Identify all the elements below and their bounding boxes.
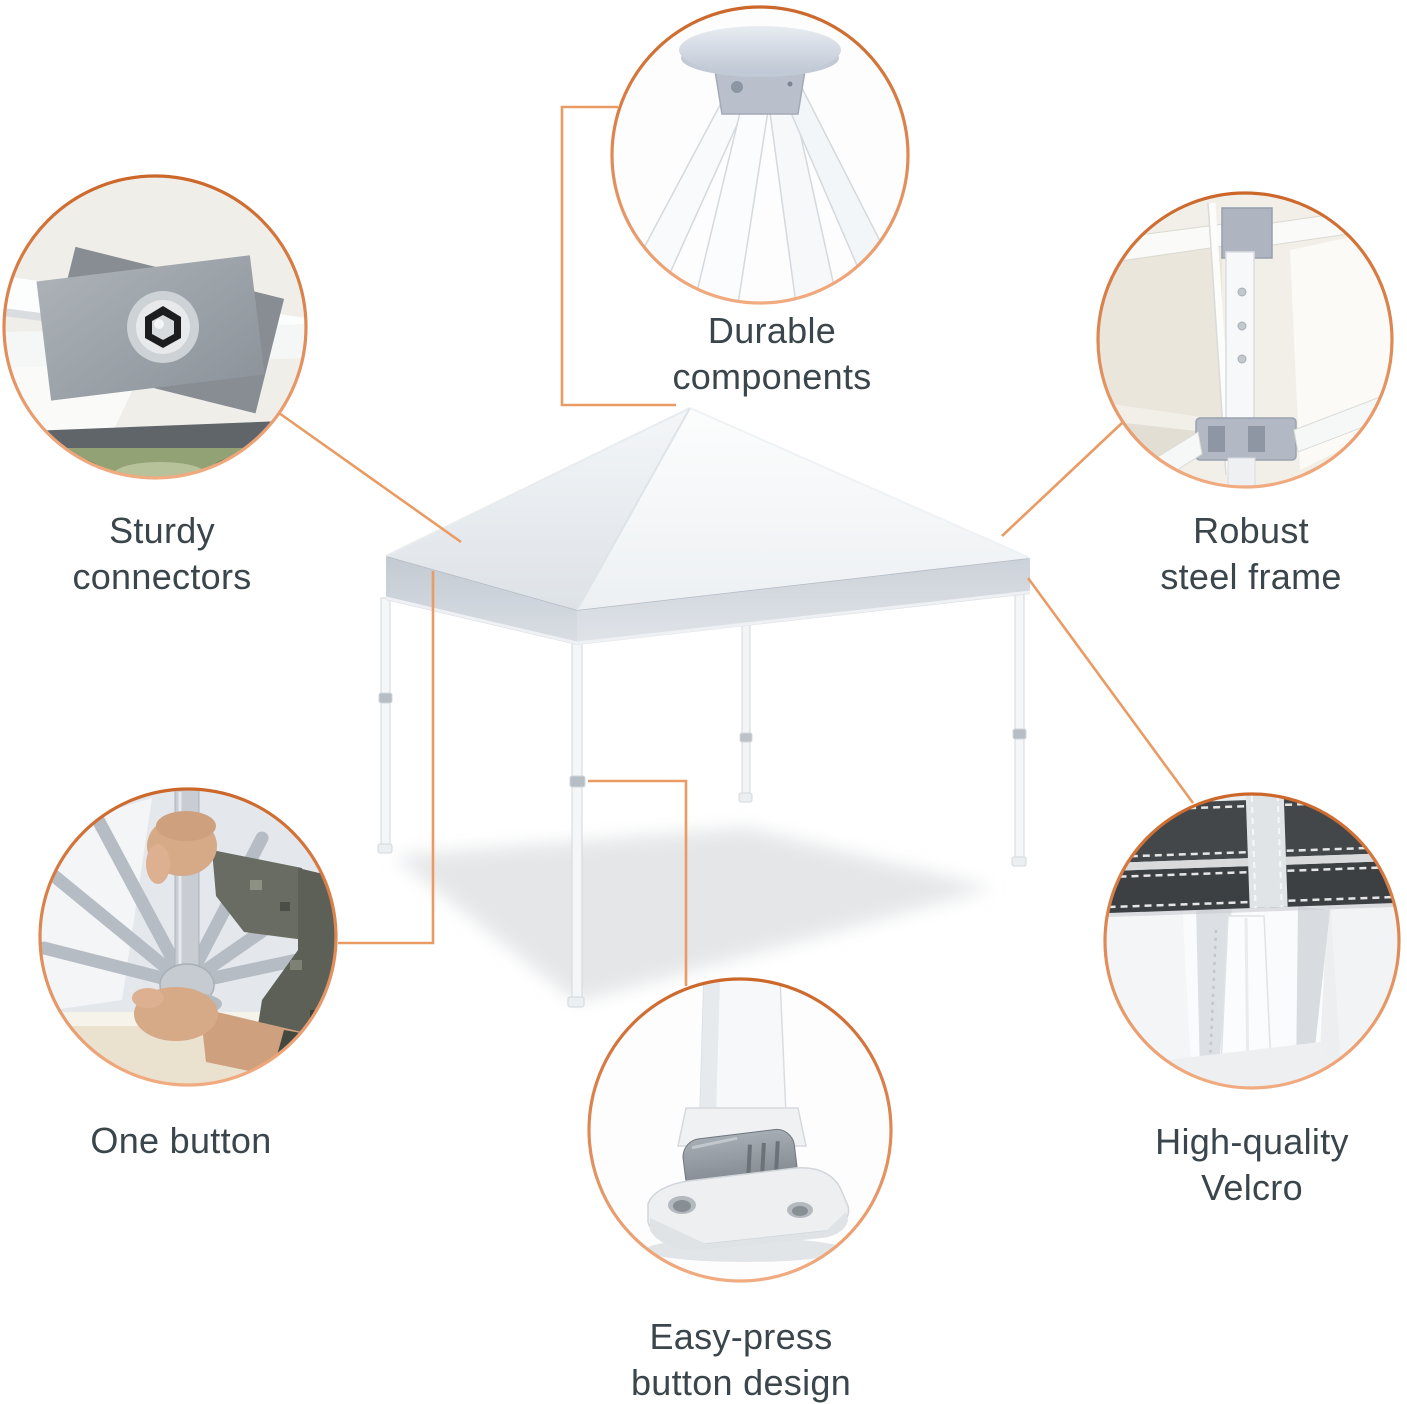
label-sturdy-connectors: Sturdy connectors [0, 508, 392, 600]
feature-circle-border-velcro [1103, 792, 1401, 1090]
label-line: Velcro [1201, 1167, 1303, 1208]
label-durable-components: Durable components [542, 308, 1002, 400]
feature-circle-border-easy-press [587, 977, 893, 1283]
feature-photo-one-button [38, 787, 338, 1087]
truss-bar-right [1293, 393, 1392, 453]
feature-circle-border-durable [610, 5, 910, 305]
feature-circle-border-sturdy [2, 174, 308, 480]
label-easy-press: Easy-press button design [511, 1314, 971, 1404]
callout-line-sturdy-connectors [278, 411, 462, 544]
feature-photo-durable-components [610, 5, 910, 305]
label-one-button: One button [0, 1118, 411, 1164]
label-high-quality-velcro: High-quality Velcro [1022, 1119, 1407, 1211]
label-line: button design [630, 1362, 852, 1403]
label-line: Durable [707, 310, 837, 351]
feature-photo-robust-steel-frame [1096, 191, 1394, 489]
feature-circle-border-one-button [38, 787, 338, 1087]
callout-line-easy-press [588, 779, 688, 986]
canopy-tent-illustration [377, 407, 1031, 1008]
upper-sleeve [212, 850, 320, 942]
label-line: Easy-press [649, 1316, 833, 1357]
peak-cap [679, 26, 841, 74]
feature-photo-easy-press [587, 977, 893, 1283]
label-line: steel frame [1160, 556, 1342, 597]
label-line: Sturdy [109, 510, 215, 551]
callout-line-high-quality-velcro [1026, 577, 1195, 804]
label-robust-steel-frame: Robust steel frame [1021, 508, 1407, 600]
label-line: connectors [72, 556, 252, 597]
canopy-top [385, 407, 1031, 611]
corner-post [1225, 251, 1255, 421]
callout-line-robust-steel-frame [1001, 422, 1123, 537]
ground-shadow [394, 828, 993, 1002]
label-line: High-quality [1155, 1121, 1349, 1162]
feature-circle-border-robust [1096, 191, 1394, 489]
callout-lines [278, 105, 1195, 986]
label-line: components [672, 356, 872, 397]
velcro-center-channel [1245, 794, 1288, 909]
feature-photo-sturdy-connectors [2, 174, 308, 480]
label-line: One button [90, 1120, 272, 1161]
callout-line-one-button [338, 571, 435, 945]
corner-bracket-top [1221, 207, 1273, 259]
label-line: Robust [1193, 510, 1309, 551]
callout-line-durable-components [560, 105, 676, 407]
feature-photo-high-quality-velcro [1103, 792, 1401, 1090]
